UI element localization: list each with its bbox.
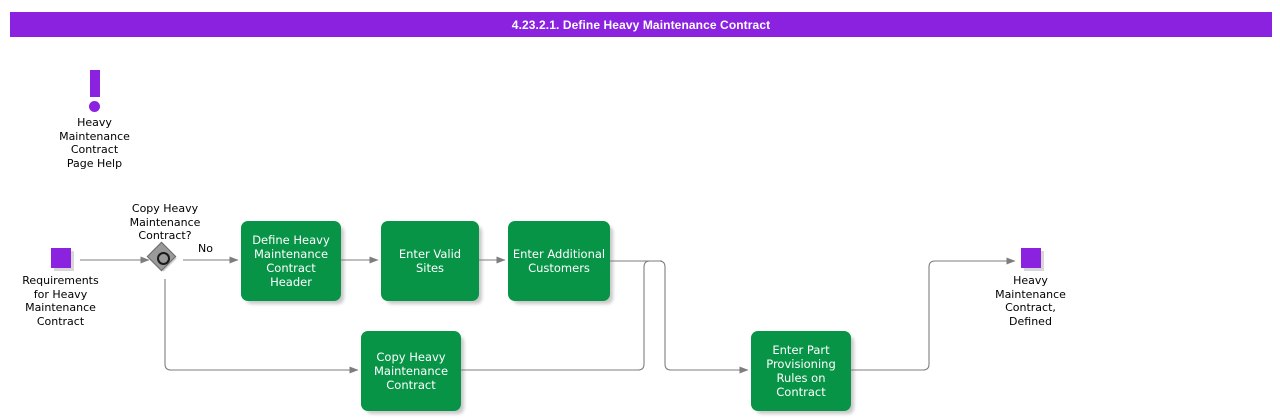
page-title: 4.23.2.1. Define Heavy Maintenance Contr… xyxy=(511,17,771,32)
end-terminator-label: Heavy Maintenance Contract, Defined xyxy=(995,274,1066,328)
start-terminator-square xyxy=(50,248,71,268)
activity-label: Enter Valid Sites xyxy=(398,247,462,275)
activity-enter-part-provisioning-rules[interactable]: Enter Part Provisioning Rules on Contrac… xyxy=(751,331,851,411)
page-title-bar: 4.23.2.1. Define Heavy Maintenance Contr… xyxy=(10,12,1272,37)
activity-label: Define Heavy Maintenance Contract Header xyxy=(252,233,330,289)
activity-label: Enter Part Provisioning Rules on Contrac… xyxy=(766,343,836,399)
activity-copy-heavy-maintenance-contract[interactable]: Copy Heavy Maintenance Contract xyxy=(361,331,461,411)
edge-additional-customers-to-part-provisioning xyxy=(610,260,749,374)
decision-label: Copy Heavy Maintenance Contract? xyxy=(129,202,201,242)
activity-label: Enter Additional Customers xyxy=(512,247,606,275)
end-terminator-node[interactable]: Heavy Maintenance Contract, Defined xyxy=(983,248,1078,328)
activity-enter-additional-customers[interactable]: Enter Additional Customers xyxy=(508,221,610,301)
decision-node-copy-contract[interactable] xyxy=(146,241,184,279)
start-terminator-node[interactable]: Requirements for Heavy Maintenance Contr… xyxy=(13,248,108,328)
decision-circle-icon xyxy=(157,252,170,265)
activity-enter-valid-sites[interactable]: Enter Valid Sites xyxy=(381,221,479,301)
edge-label-no: No xyxy=(198,242,213,255)
activity-define-contract-header[interactable]: Define Heavy Maintenance Contract Header xyxy=(241,221,341,301)
activity-label: Copy Heavy Maintenance Contract xyxy=(373,350,449,392)
start-terminator-label: Requirements for Heavy Maintenance Contr… xyxy=(22,274,99,328)
exclamation-mark-icon xyxy=(88,70,102,115)
end-terminator-square xyxy=(1020,248,1041,268)
page-help-marker[interactable]: Heavy Maintenance Contract Page Help xyxy=(47,70,142,170)
page-help-label: Heavy Maintenance Contract Page Help xyxy=(59,116,130,170)
